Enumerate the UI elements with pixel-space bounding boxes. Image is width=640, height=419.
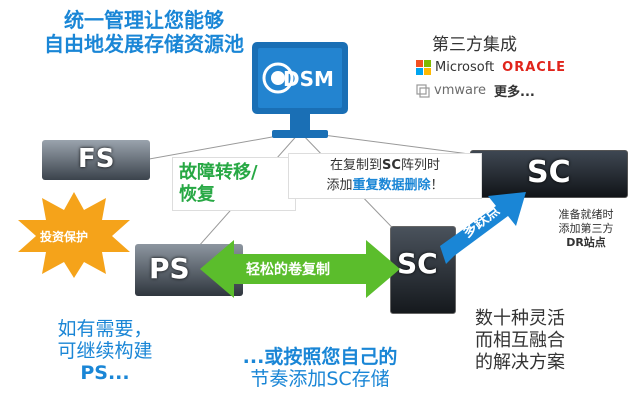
bottom-right-line1: 数十种灵活 <box>475 308 565 329</box>
bottom-left-line1: 如有需要， <box>57 318 153 340</box>
third-party-logos: Microsoft ORACLE vmware 更多... <box>416 60 636 106</box>
dedupe-callout: 在复制到SC阵列时 添加重复数据删除！ <box>288 153 482 199</box>
multi-hop-arrow <box>440 192 526 264</box>
volume-replication-arrow <box>200 240 400 298</box>
sc-dr-server: SC <box>470 150 628 198</box>
dedupe-line2-pre: 添加 <box>326 178 353 193</box>
failover-line1: 故障转移/ <box>179 162 258 183</box>
headline-line1: 统一管理让您能够 <box>64 8 224 32</box>
microsoft-icon <box>416 60 431 75</box>
third-party-title: 第三方集成 <box>432 35 517 55</box>
failover-line2: 恢复 <box>179 184 215 205</box>
dedupe-line1-em: SC <box>382 158 401 173</box>
microsoft-label: Microsoft <box>435 60 495 75</box>
bottom-mid-line1: ...或按照您自己的 <box>242 346 398 368</box>
failover-callout: 故障转移/ 恢复 <box>172 157 296 211</box>
more-label: 更多... <box>494 85 535 100</box>
bottom-right-line3: 的解决方案 <box>475 352 565 373</box>
sc-main-server: SC <box>390 226 456 314</box>
sc-dr-label: SC <box>527 155 571 190</box>
headline-line2: 自由地发展存储资源池 <box>44 32 244 56</box>
dr-line3: DR站点 <box>566 236 606 249</box>
oracle-logo: ORACLE <box>502 60 566 75</box>
volume-replication-label: 轻松的卷复制 <box>246 262 330 278</box>
dedupe-line1-pre: 在复制到 <box>330 158 383 173</box>
microsoft-logo: Microsoft <box>416 60 494 75</box>
fs-server: FS <box>42 140 150 180</box>
vmware-logo: vmware <box>416 83 486 98</box>
dr-line2: 添加第三方 <box>558 222 614 235</box>
investment-protection-label: 投资保护 <box>40 230 89 244</box>
dedupe-line2-em: 重复数据删除 <box>352 178 431 193</box>
dsm-monitor-icon <box>252 42 348 138</box>
vmware-label: vmware <box>434 83 487 98</box>
bottom-mid-text: ...或按照您自己的 节奏添加SC存储 <box>200 346 440 390</box>
bottom-left-line2: 可继续构建 <box>57 340 153 362</box>
bottom-left-line3: PS... <box>80 362 130 384</box>
vmware-icon <box>416 83 430 98</box>
bottom-left-text: 如有需要， 可继续构建 PS... <box>20 318 190 384</box>
fs-label: FS <box>78 144 115 174</box>
bottom-mid-line2: 节奏添加SC存储 <box>250 368 390 390</box>
sc-main-label: SC <box>397 247 438 280</box>
headline: 统一管理让您能够 自由地发展存储资源池 <box>14 8 274 56</box>
dedupe-line1-post: 阵列时 <box>400 158 440 173</box>
dr-line1: 准备就绪时 <box>558 208 614 221</box>
bottom-right-line2: 而相互融合 <box>475 330 565 351</box>
dedupe-line2-post: ！ <box>430 178 444 193</box>
dsm-label: DSM <box>283 67 334 91</box>
dr-callout: 准备就绪时 添加第三方 DR站点 <box>536 208 636 250</box>
investment-protection-badge <box>18 192 130 278</box>
bottom-right-text: 数十种灵活 而相互融合 的解决方案 <box>440 308 600 374</box>
ps-label: PS <box>149 252 190 285</box>
